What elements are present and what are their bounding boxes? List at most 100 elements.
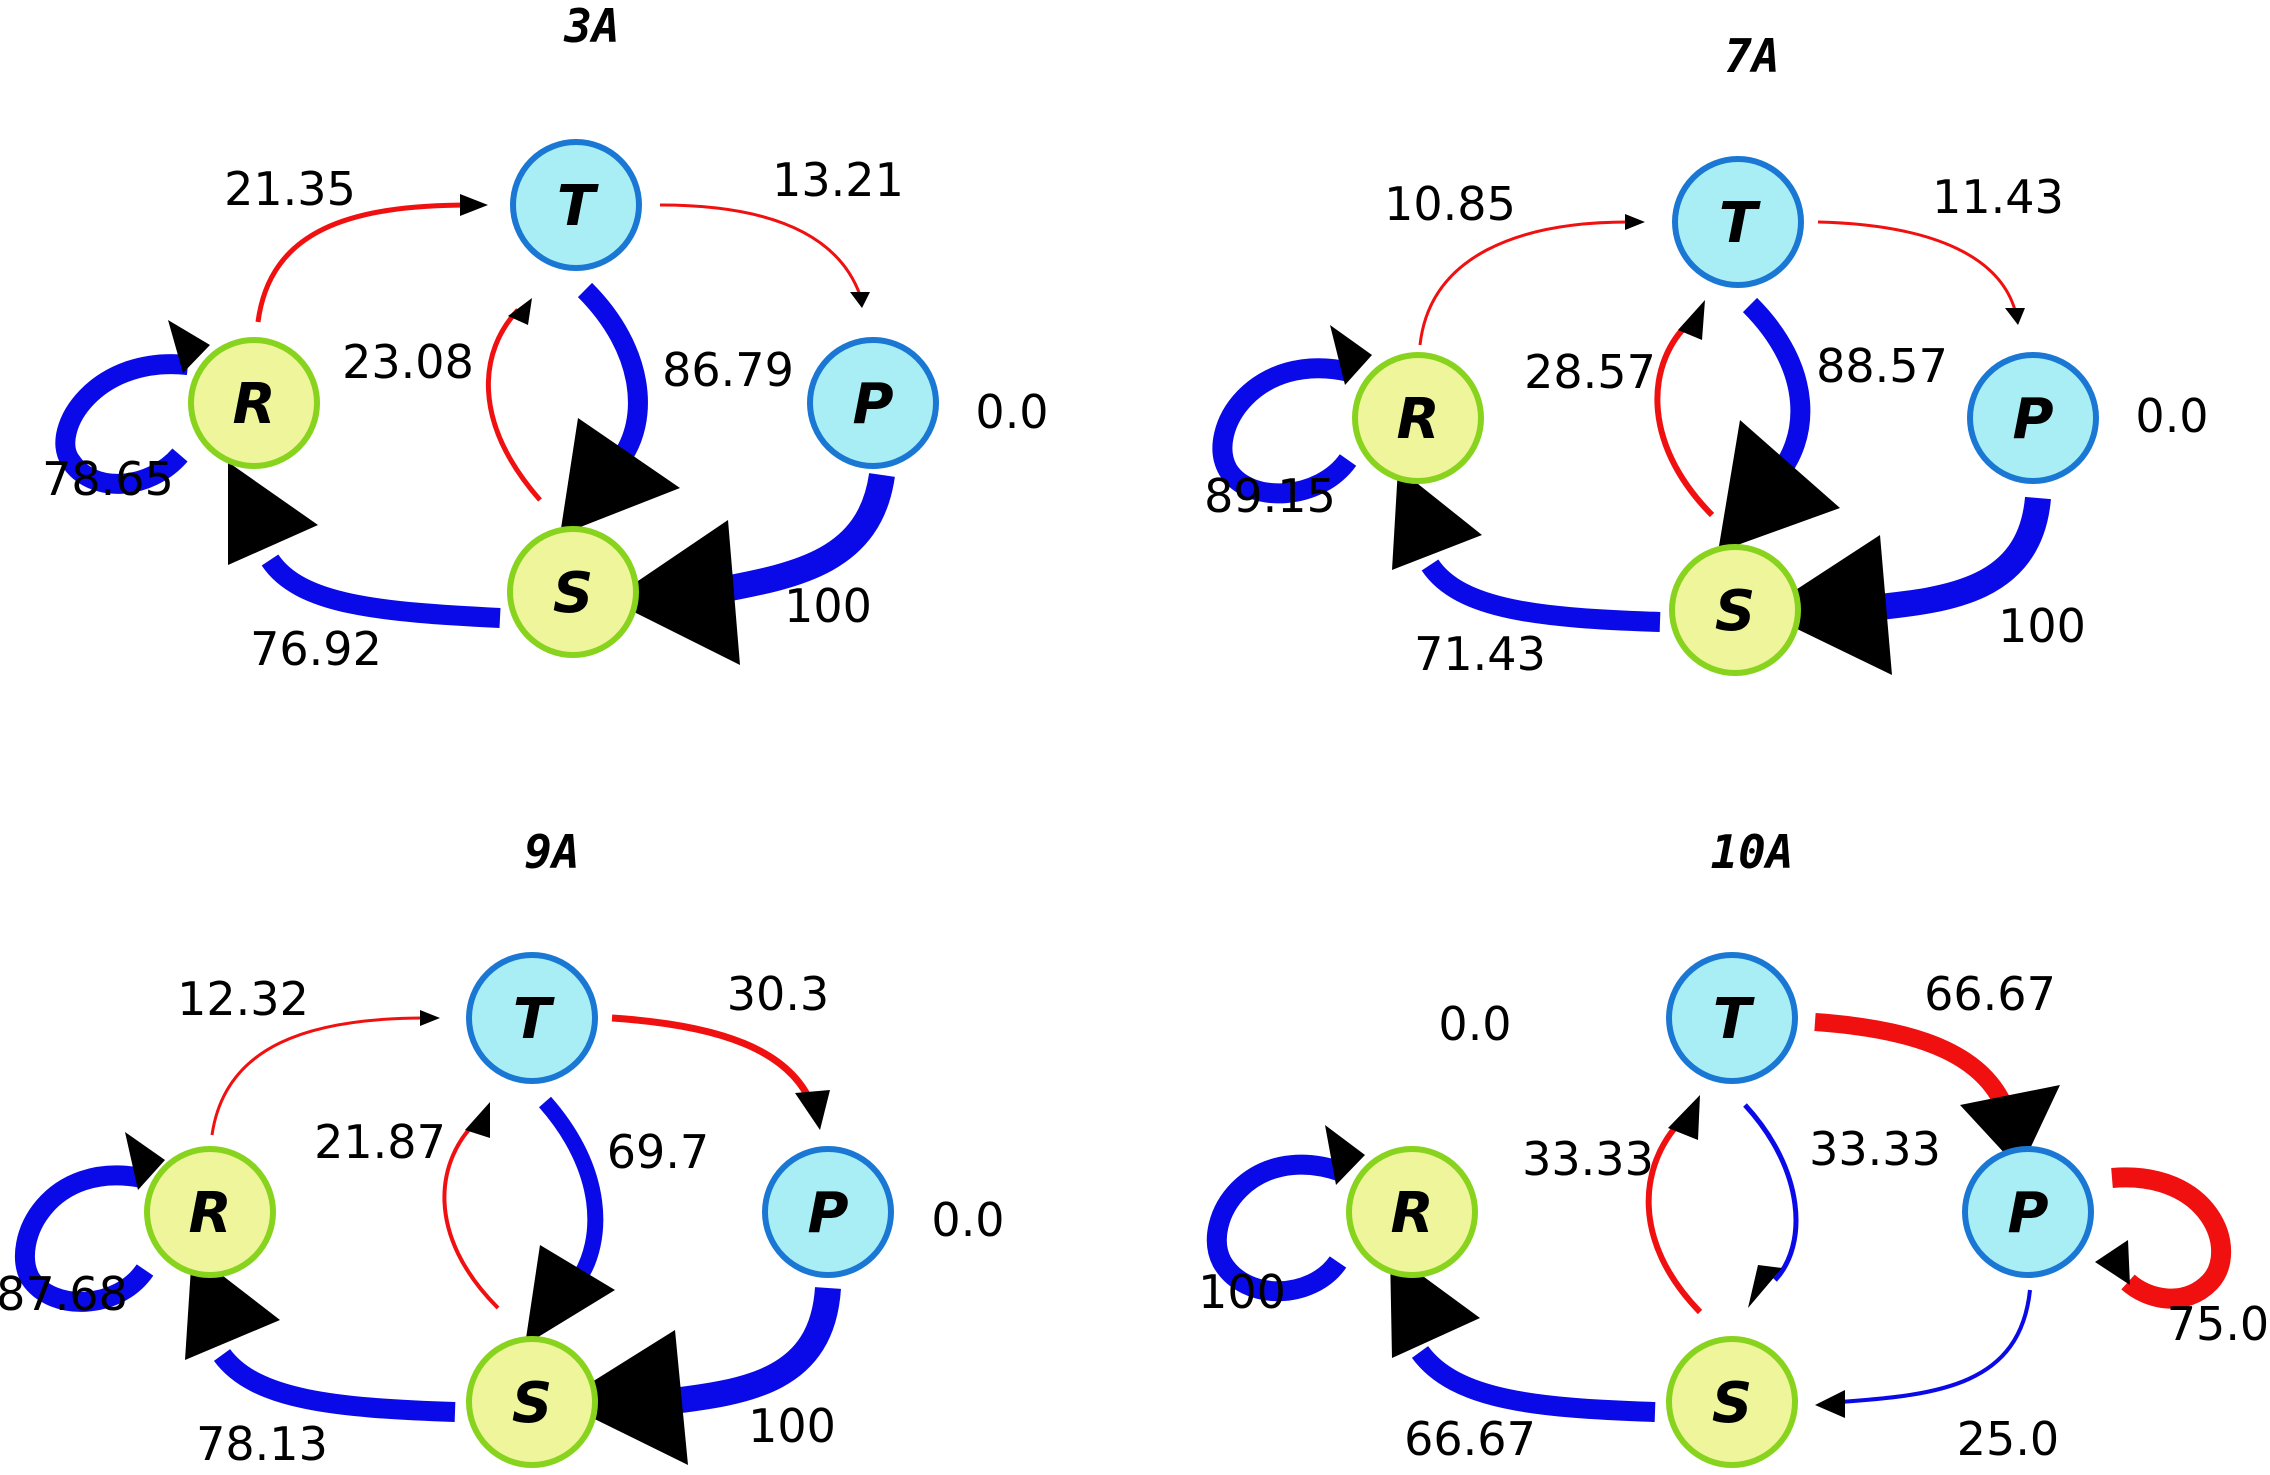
edge-p-to-s [663, 1286, 841, 1415]
panel-title: 7A [1724, 29, 1779, 83]
node-label: P [2007, 1181, 2048, 1246]
edge-label-r-self: 87.68 [0, 1267, 128, 1321]
edge-label-r-to-t: 21.35 [224, 162, 356, 216]
edge-label-s-to-r: 71.43 [1414, 627, 1546, 681]
edge-label-p-self: 75.0 [2167, 1297, 2269, 1351]
node-s: S [1669, 544, 1801, 676]
edge-label-t-to-p: 13.21 [772, 153, 904, 207]
node-label: P [2012, 387, 2053, 452]
edge-s-to-t [1654, 319, 1715, 518]
arrowhead [2005, 308, 2025, 325]
edge-label-p-self: 0.0 [931, 1193, 1004, 1247]
arrowhead [560, 1330, 688, 1465]
arrowhead [1960, 1085, 2060, 1170]
node-label: S [512, 1371, 552, 1436]
arrowhead [2095, 1240, 2130, 1285]
edge-p-to-s [717, 472, 895, 603]
edge-label-p-to-s: 100 [748, 1399, 836, 1453]
arrowhead [1625, 214, 1645, 230]
arrowhead [465, 1102, 490, 1138]
node-s: S [466, 1336, 598, 1468]
arrowhead [1390, 1252, 1480, 1358]
node-label: T [557, 174, 599, 239]
edge-r-to-t [1418, 220, 1629, 346]
edge-r-to-t [255, 202, 471, 323]
node-label: R [188, 1181, 231, 1246]
edge-t-to-p [611, 1014, 816, 1107]
edge-label-s-to-t: 21.87 [314, 1115, 446, 1169]
arrowhead [795, 1090, 830, 1130]
edge-label-r-to-t: 12.32 [177, 972, 309, 1026]
edge-label-s-to-t: 23.08 [342, 335, 474, 389]
edge-s-to-r [261, 553, 501, 628]
panel-title: 3A [563, 0, 619, 53]
node-p: P [762, 1146, 894, 1278]
arrowhead [1668, 1095, 1700, 1140]
edge-label-s-to-r: 76.92 [250, 622, 382, 676]
edge-label-p-to-s: 100 [1998, 599, 2086, 653]
node-label: P [852, 372, 893, 437]
node-label: S [1715, 579, 1755, 644]
node-r: R [144, 1146, 276, 1278]
arrowhead [420, 1010, 440, 1026]
edge-label-p-self: 0.0 [2135, 389, 2208, 443]
node-t: T [1672, 156, 1804, 288]
node-label: T [1719, 191, 1761, 256]
node-r: R [188, 337, 320, 469]
edge-r-self-loop [1207, 1154, 1347, 1302]
arrowhead [1330, 325, 1372, 385]
edge-p-self-loop [2111, 1167, 2232, 1309]
edge-label-r-to-t: 0.0 [1438, 997, 1511, 1051]
edge-label-t-to-p: 66.67 [1924, 967, 2056, 1021]
arrowhead [850, 292, 870, 308]
arrowhead [508, 298, 532, 325]
node-s: S [507, 526, 639, 658]
node-p: P [1967, 352, 2099, 484]
edge-s-to-r [1411, 1345, 1656, 1422]
node-label: S [1712, 1371, 1752, 1436]
panel-7a: 7A T R P S 10.85 11.4 [1204, 29, 2208, 681]
edge-label-t-to-s: 69.7 [607, 1125, 709, 1179]
edge-label-r-self: 89.15 [1204, 469, 1336, 523]
node-label: T [1713, 987, 1755, 1052]
node-r: R [1346, 1146, 1478, 1278]
node-s: S [1666, 1336, 1798, 1468]
edge-r-to-t [210, 1016, 426, 1136]
arrowhead [185, 1252, 280, 1360]
arrowhead [610, 520, 740, 665]
node-label: T [513, 987, 555, 1052]
node-label: S [553, 561, 593, 626]
arrowhead [1762, 535, 1892, 675]
arrowhead [1718, 420, 1840, 552]
edge-label-t-to-s: 33.33 [1809, 1122, 1941, 1176]
panel-3a: 3A T R P [42, 0, 1048, 676]
node-label: R [1390, 1181, 1433, 1246]
edge-s-to-t [1645, 1119, 1703, 1315]
edge-label-r-self: 100 [1198, 1265, 1286, 1319]
panel-10a: 10A T R P S 0.0 66.67 [1198, 825, 2269, 1468]
edge-t-to-p [659, 203, 862, 296]
edge-s-to-t [486, 308, 542, 502]
edge-label-r-to-t: 10.85 [1384, 177, 1516, 231]
edge-t-to-p [1817, 220, 2017, 311]
edge-label-t-to-s: 88.57 [1816, 339, 1948, 393]
node-label: P [807, 1181, 848, 1246]
edge-t-to-s [1743, 1103, 1799, 1282]
arrowhead [228, 462, 318, 565]
node-r: R [1352, 352, 1484, 484]
edge-label-s-to-r: 78.13 [196, 1417, 328, 1471]
edge-label-p-to-s: 100 [784, 579, 872, 633]
edge-label-t-to-p: 11.43 [1932, 170, 2064, 224]
edge-s-to-r [213, 1348, 456, 1422]
edge-s-to-t [442, 1118, 500, 1310]
edge-r-self-loop [55, 354, 190, 494]
panel-title: 9A [524, 825, 579, 879]
edge-label-r-self: 78.65 [42, 452, 174, 506]
node-p: P [807, 337, 939, 469]
arrowhead [460, 194, 488, 216]
arrowhead [1678, 300, 1705, 340]
arrowhead [1392, 468, 1482, 570]
panel-title: 10A [1710, 825, 1793, 879]
edge-label-s-to-t: 33.33 [1522, 1132, 1654, 1186]
